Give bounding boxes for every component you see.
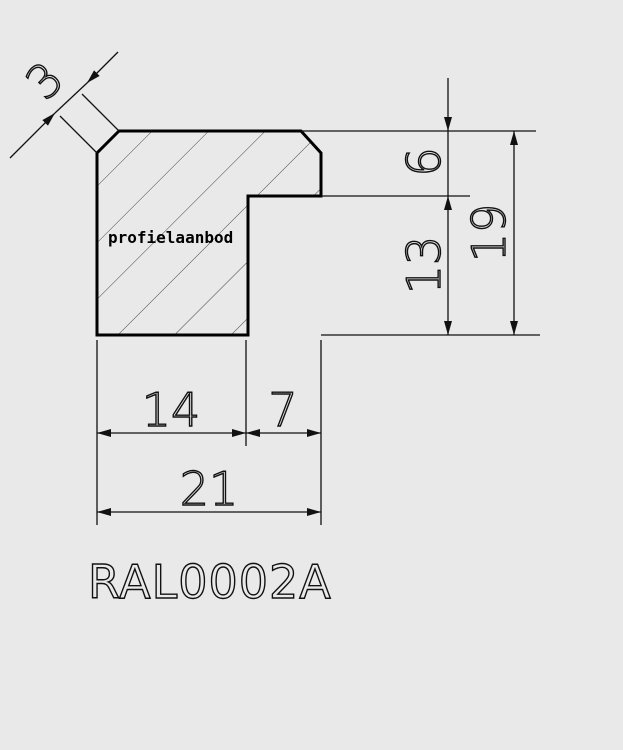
profile-code: RAL0002A (88, 555, 332, 609)
dim-rebate-height-label: 13 (397, 236, 451, 295)
dim-body-width-label: 14 (142, 383, 201, 437)
profile-section (95, 129, 323, 337)
dim-chamfer-label: 3 (15, 51, 74, 110)
profile-outline (95, 129, 323, 337)
dim-top-step-label: 6 (397, 147, 451, 176)
dim-total-height-label: 19 (462, 204, 516, 263)
dim-rebate-width-label: 7 (268, 383, 297, 437)
watermark-text: profielaanbod (108, 228, 233, 247)
dim-total-width-label: 21 (180, 462, 239, 516)
dim-chamfer: 3 (9, 51, 119, 159)
